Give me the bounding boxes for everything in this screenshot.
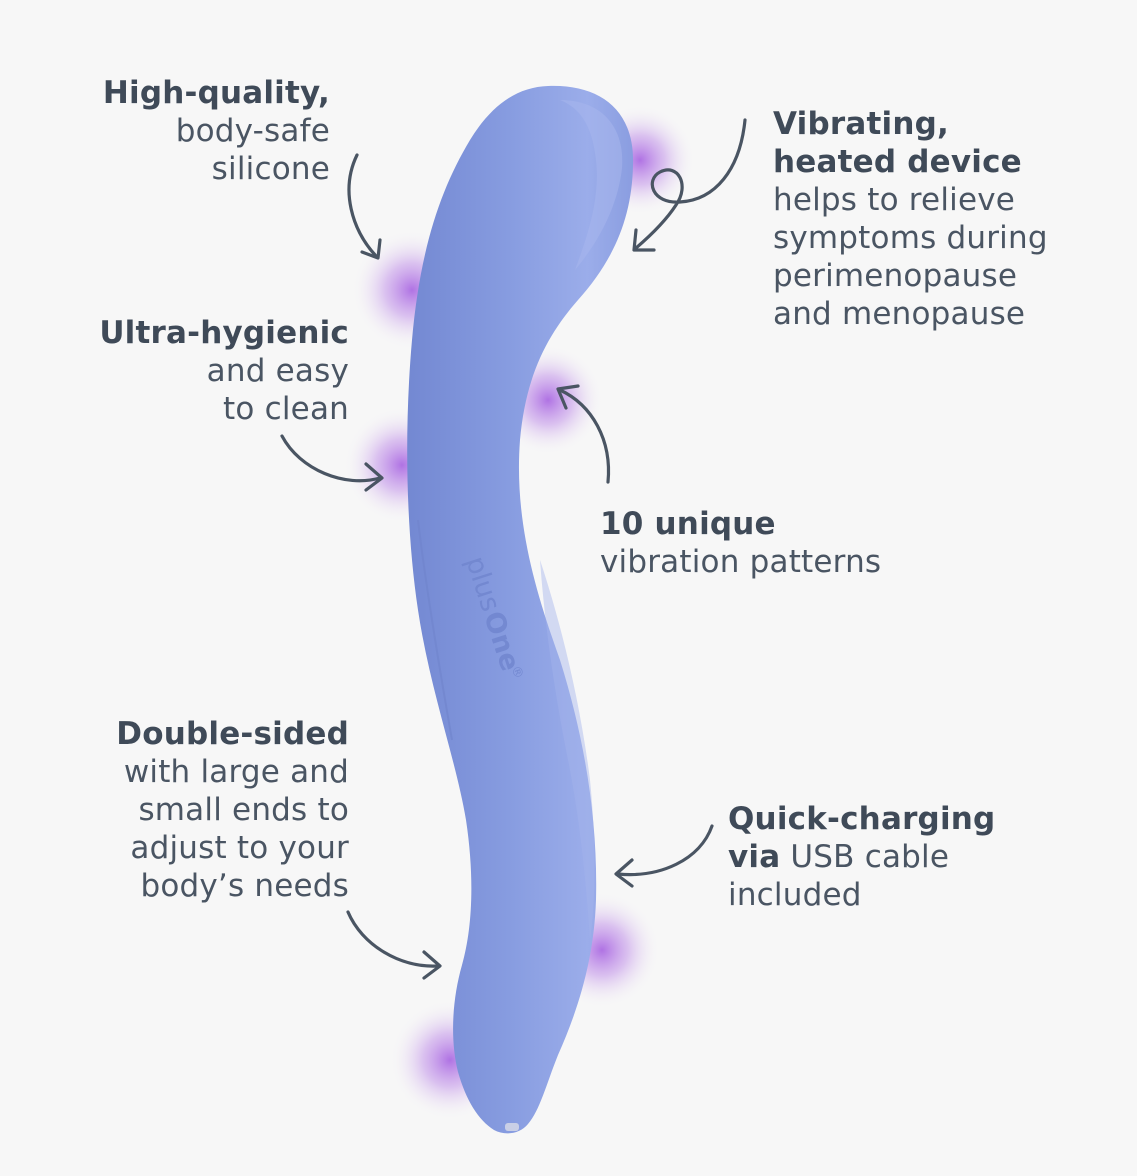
callout-charging-line-mixed: via USB cable [728,838,995,876]
arrow-vibrating-head [632,228,656,252]
callout-double-sided: Double-sided with large and small ends t… [116,715,349,905]
arrow-quality [347,153,378,258]
device-highlight [560,100,623,270]
device-body [407,85,634,1134]
callout-vibrating-title-1: Vibrating, [773,106,949,142]
arrow-charging [616,824,714,877]
callout-double-line-2: small ends to [138,792,349,828]
device-seam [417,519,453,741]
arrow-hygienic-head [364,462,384,492]
arrow-patterns-head [556,384,580,410]
callout-quality-line-2: silicone [211,151,330,187]
callout-vibrating-line-3: perimenopause [773,258,1018,294]
callout-charging-line-1: included [728,877,862,913]
charging-port [505,1123,519,1131]
arrow-patterns [558,388,611,484]
callout-patterns-line-1: vibration patterns [600,544,882,580]
callout-charging-title: Quick-charging [728,801,996,837]
callout-quality: High-quality, body-safe silicone [103,74,330,188]
callout-vibrating-line-4: and menopause [773,296,1026,332]
callout-patterns: 10 unique vibration patterns [600,505,881,581]
callout-vibrating-line-1: helps to relieve [773,182,1016,218]
callout-vibrating-line-2: symptoms during [773,220,1048,256]
callout-hygienic-line-2: to clean [223,391,349,427]
callout-hygienic: Ultra-hygienic and easy to clean [99,314,349,428]
callout-quality-title: High-quality, [102,75,330,111]
arrow-double-head [422,950,442,980]
callout-charging-usb: USB cable [780,839,950,875]
arrow-quality-head [360,238,382,260]
callout-hygienic-title: Ultra-hygienic [99,315,349,351]
callout-double-line-1: with large and [123,754,349,790]
logo-registered-mark: ® [508,664,526,681]
callout-vibrating-title-2: heated device [773,144,1022,180]
arrow-vibrating [634,118,747,250]
callout-double-line-4: body’s needs [140,868,349,904]
device-side-highlight [540,560,595,940]
callout-vibrating: Vibrating, heated device helps to reliev… [773,105,1048,333]
callout-patterns-title: 10 unique [600,506,776,542]
callout-double-line-3: adjust to your [130,830,349,866]
arrow-double [346,910,440,968]
callout-hygienic-line-1: and easy [206,353,349,389]
callout-double-title: Double-sided [116,716,349,752]
arrow-charging-head [614,858,634,888]
callout-quality-line-1: body-safe [175,113,330,149]
callout-charging: Quick-charging via USB cable included [728,800,995,914]
callout-charging-via: via [728,839,781,875]
arrow-hygienic [280,434,382,483]
